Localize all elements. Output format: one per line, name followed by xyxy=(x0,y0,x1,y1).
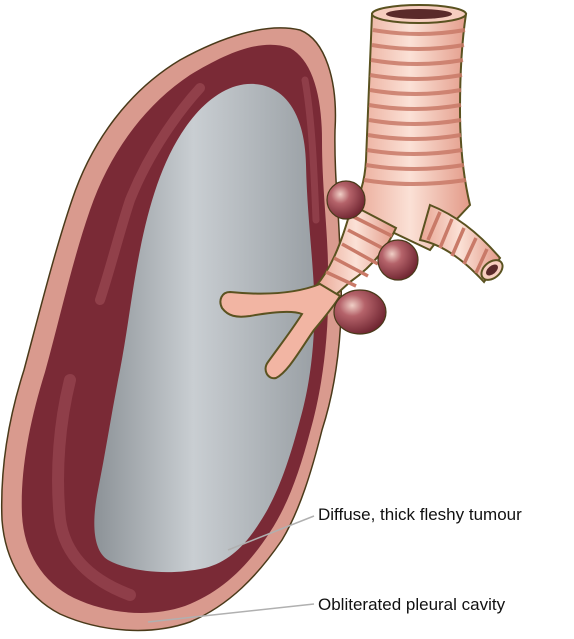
right-bronchus xyxy=(420,205,506,284)
lymph-node xyxy=(327,181,365,219)
lymph-node xyxy=(334,290,386,334)
tumour-label: Diffuse, thick fleshy tumour xyxy=(318,506,522,523)
pleural-cavity-label: Obliterated pleural cavity xyxy=(318,596,505,613)
lymph-node xyxy=(378,240,418,280)
